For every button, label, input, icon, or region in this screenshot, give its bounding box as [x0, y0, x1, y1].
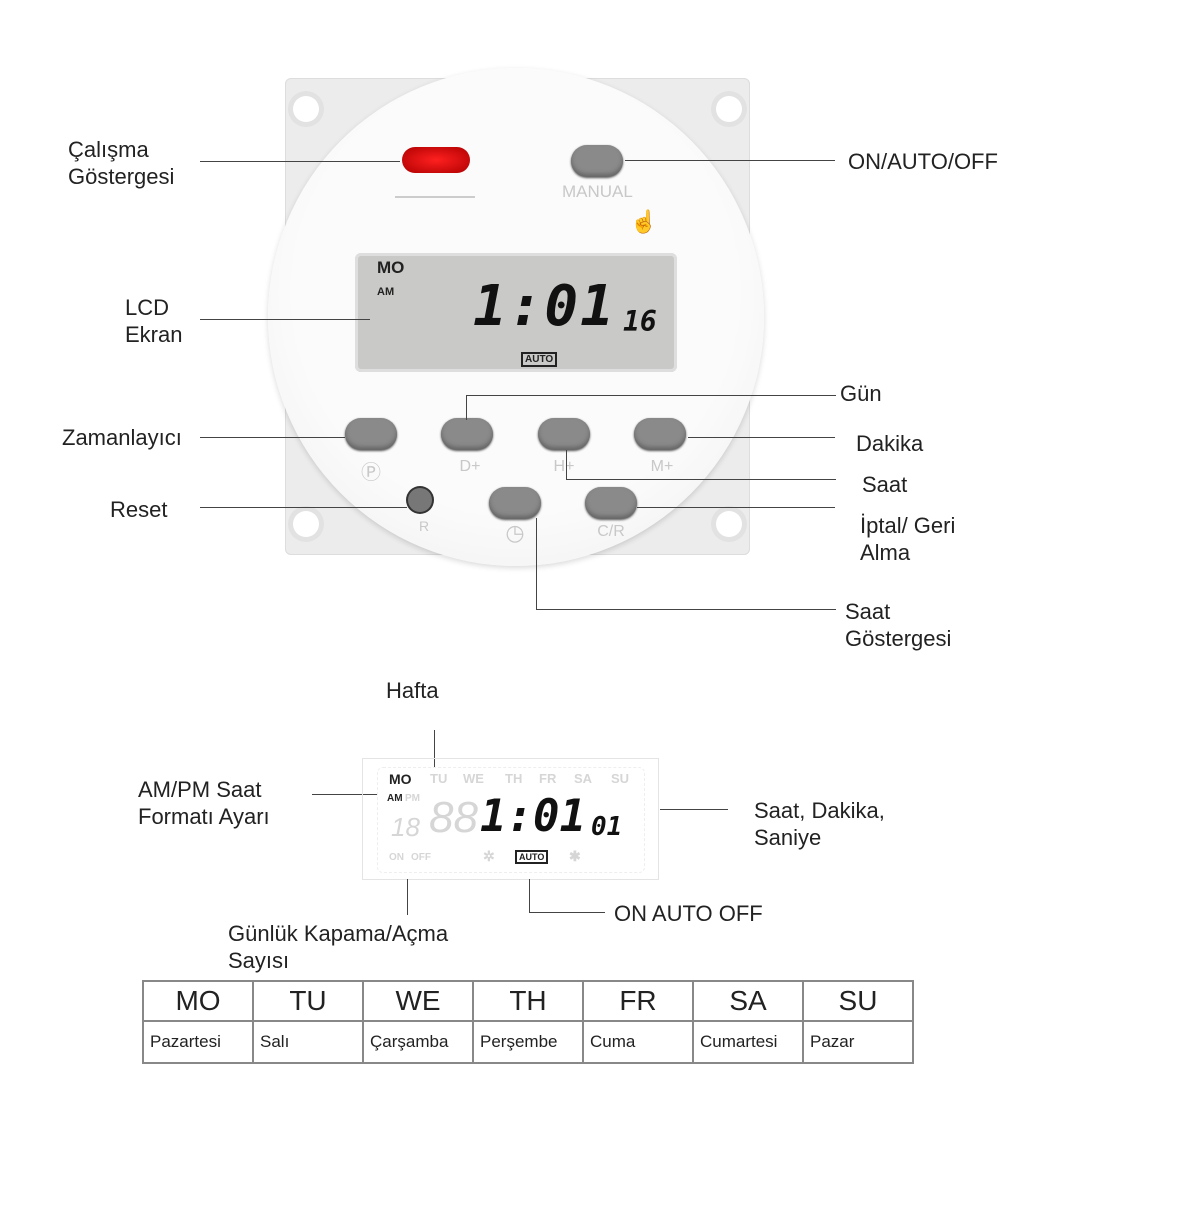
- day-plus-button[interactable]: [441, 418, 493, 450]
- label-on-auto-off: ON/AUTO/OFF: [848, 149, 998, 174]
- detail-day-mo: MO: [389, 771, 412, 787]
- clock-icon: ◷: [505, 520, 525, 545]
- detail-mode: AUTO: [515, 850, 549, 864]
- cancel-recall-button[interactable]: [585, 487, 637, 519]
- bulb-icon: ✲: [483, 848, 495, 864]
- day-abbr: MO: [142, 980, 254, 1022]
- status-led: [402, 147, 470, 173]
- lcd-day: MO: [377, 258, 405, 277]
- mount-hole: [716, 96, 742, 122]
- off-bulb-icon: ✱: [569, 848, 581, 864]
- detail-seconds: 01: [591, 812, 623, 842]
- switch-symbol-icon: [395, 190, 475, 198]
- detail-time: 1:01: [480, 791, 586, 842]
- minute-plus-button[interactable]: [634, 418, 686, 450]
- label-reset: Reset: [110, 497, 168, 522]
- detail-day: SU: [611, 771, 630, 786]
- lcd-time: 1:01: [473, 274, 616, 339]
- reset-button[interactable]: [408, 488, 432, 512]
- lcd-seconds: 16: [623, 305, 657, 338]
- day-abbr: SU: [802, 980, 914, 1022]
- hand-pointer-icon: ☝: [630, 209, 658, 234]
- day-name: Salı: [252, 1020, 364, 1064]
- day-abbr: WE: [362, 980, 474, 1022]
- detail-pm: PM: [405, 793, 420, 804]
- table-row: Pazartesi Salı Çarşamba Perşembe Cuma Cu…: [142, 1020, 914, 1064]
- day-name: Pazar: [802, 1020, 914, 1064]
- mount-hole: [293, 511, 319, 537]
- detail-day: FR: [539, 771, 557, 786]
- day-abbr: SA: [692, 980, 804, 1022]
- label-hour: Saat: [862, 472, 908, 497]
- detail-off: OFF: [411, 852, 431, 863]
- manual-label: MANUAL: [562, 182, 633, 201]
- detail-day: TH: [505, 771, 523, 786]
- label-time: Saat, Dakika,Saniye: [754, 798, 885, 850]
- day-name: Cuma: [582, 1020, 694, 1064]
- day-name: Cumartesi: [692, 1020, 804, 1064]
- lcd-mode: AUTO: [521, 352, 558, 367]
- day-name: Pazartesi: [142, 1020, 254, 1064]
- detail-on: ON: [389, 852, 404, 863]
- days-table: MO TU WE TH FR SA SU Pazartesi Salı Çarş…: [142, 980, 914, 1064]
- hour-plus-label: H+: [553, 458, 575, 475]
- label-week: Hafta: [386, 678, 439, 703]
- label-day: Gün: [840, 381, 882, 406]
- detail-day: SA: [574, 771, 593, 786]
- label-mode: ON AUTO OFF: [614, 901, 763, 926]
- day-abbr: FR: [582, 980, 694, 1022]
- detail-day: WE: [463, 771, 484, 786]
- detail-lcd: MO TU WE TH FR SA SU AM PM 18 88 1:01 01…: [362, 758, 659, 880]
- label-timer: Zamanlayıcı: [62, 425, 182, 450]
- mount-hole: [293, 96, 319, 122]
- mount-hole: [716, 511, 742, 537]
- manual-button[interactable]: [571, 145, 623, 177]
- lcd-screen: MO AM 1:01 16 AUTO: [355, 253, 677, 372]
- label-minute: Dakika: [856, 431, 924, 456]
- program-button[interactable]: [345, 418, 397, 450]
- clock-button[interactable]: [489, 487, 541, 519]
- day-name: Perşembe: [472, 1020, 584, 1064]
- reset-label: R: [418, 518, 430, 534]
- detail-day: TU: [430, 771, 448, 786]
- detail-am: AM: [387, 793, 403, 804]
- day-plus-label: D+: [459, 458, 481, 475]
- day-name: Çarşamba: [362, 1020, 474, 1064]
- program-label: Ⓟ: [361, 462, 381, 484]
- minute-plus-label: M+: [650, 458, 674, 475]
- detail-hour-tens: 88: [429, 793, 478, 842]
- table-row: MO TU WE TH FR SA SU: [142, 980, 914, 1022]
- detail-count: 18: [391, 812, 420, 842]
- hour-plus-button[interactable]: [538, 418, 590, 450]
- lcd-ampm: AM: [377, 286, 395, 298]
- cancel-recall-label: C/R: [597, 523, 625, 540]
- day-abbr: TH: [472, 980, 584, 1022]
- day-abbr: TU: [252, 980, 364, 1022]
